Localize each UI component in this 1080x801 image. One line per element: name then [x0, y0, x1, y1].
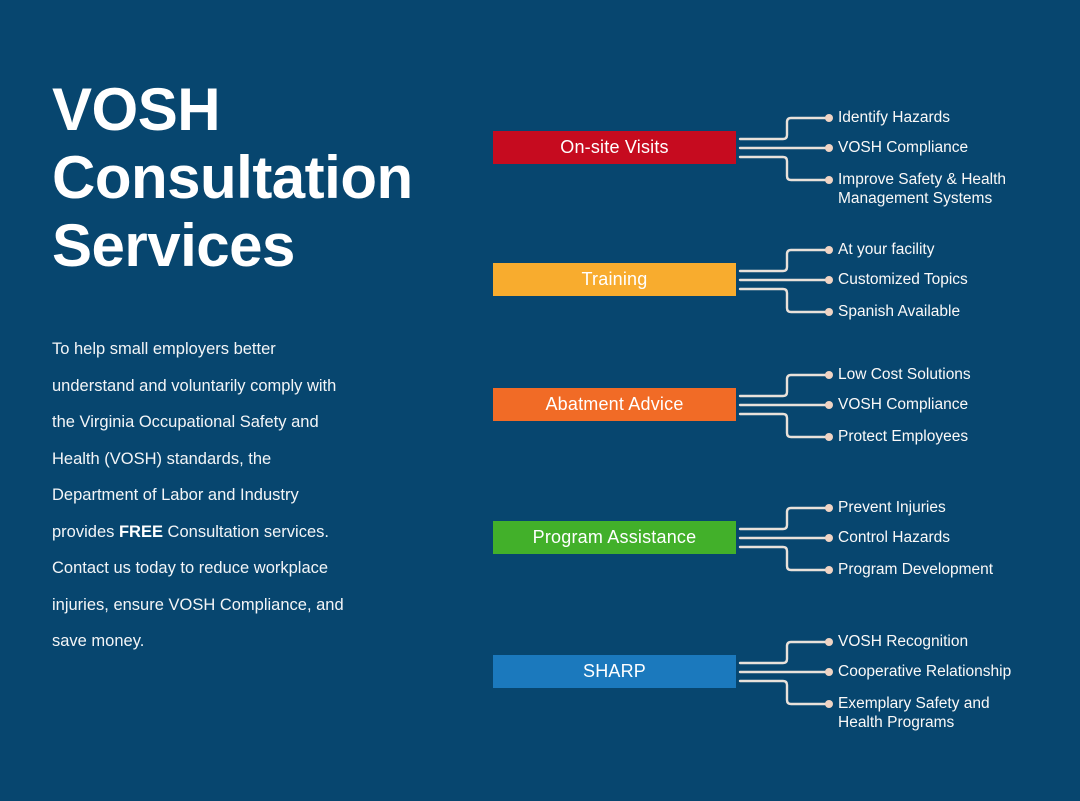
service-item: VOSH Compliance	[838, 396, 969, 413]
connector-lines	[738, 504, 833, 574]
bullet-dot-icon	[825, 668, 833, 676]
service-item: Cooperative Relationship	[838, 663, 1012, 680]
service-group-training: Training At your facility Customized Top…	[493, 241, 1080, 322]
service-bar: Abatment Advice	[493, 388, 736, 421]
bullet-dot-icon	[825, 534, 833, 542]
connector-line	[738, 373, 831, 398]
bullet-dot-icon	[825, 371, 833, 379]
bullet-dot-icon	[825, 276, 833, 284]
connector-line	[738, 155, 831, 182]
service-item: Prevent Injuries	[838, 499, 946, 516]
connector-line	[738, 679, 831, 706]
connector-lines	[738, 246, 833, 316]
connector-line	[738, 640, 831, 665]
intro-bold-free: FREE	[118, 522, 163, 541]
intro-text-end: Consultation services. Contact us today …	[52, 522, 344, 651]
service-item: Spanish Available	[838, 303, 961, 320]
service-item: Control Hazards	[838, 529, 950, 546]
service-bar: Program Assistance	[493, 521, 736, 554]
connector-line	[738, 116, 831, 141]
intro-paragraph: To help small employers better understan…	[52, 331, 442, 660]
service-group-abatment-advice: Abatment Advice Low Cost Solutions VOSH …	[493, 366, 1080, 447]
bullet-dot-icon	[825, 144, 833, 152]
service-item: Protect Employees	[838, 428, 969, 445]
page-title: VOSH Consultation Services	[52, 76, 413, 279]
service-item: Customized Topics	[838, 271, 968, 288]
connector-lines	[738, 371, 833, 441]
connector-line	[738, 506, 831, 531]
service-bar-label: SHARP	[582, 661, 646, 681]
connector-lines	[738, 638, 833, 708]
bullet-dot-icon	[825, 566, 833, 574]
connector-line	[738, 248, 831, 273]
service-bar: Training	[493, 263, 736, 296]
connector-lines	[738, 114, 833, 184]
bullet-dot-icon	[825, 308, 833, 316]
service-item: Program Development	[838, 561, 994, 578]
bullet-dot-icon	[825, 700, 833, 708]
service-bar-label: On-site Visits	[560, 137, 669, 157]
bullet-dot-icon	[825, 114, 833, 122]
intro-text-start: To help small employers better understan…	[52, 340, 337, 541]
service-bar: On-site Visits	[493, 131, 736, 164]
service-bar-label: Abatment Advice	[545, 394, 684, 414]
service-group-on-site-visits: On-site Visits Identify Hazards VOSH Com…	[493, 109, 1080, 207]
bullet-dot-icon	[825, 433, 833, 441]
service-item: VOSH Compliance	[838, 139, 969, 156]
connector-line	[738, 287, 831, 314]
service-item: Exemplary Safety and Health Programs	[838, 695, 990, 731]
bullet-dot-icon	[825, 401, 833, 409]
service-group-program-assistance: Program Assistance Prevent Injuries Cont…	[493, 499, 1080, 580]
service-item: Improve Safety & Health Management Syste…	[838, 171, 1006, 207]
bullet-dot-icon	[825, 638, 833, 646]
connector-line	[738, 412, 831, 439]
service-item: Low Cost Solutions	[838, 366, 971, 383]
service-bar-label: Training	[581, 269, 648, 289]
bullet-dot-icon	[825, 176, 833, 184]
connector-line	[738, 545, 831, 572]
service-group-sharp: SHARP VOSH Recognition Cooperative Relat…	[493, 633, 1080, 731]
service-item: At your facility	[838, 241, 935, 258]
service-item: Identify Hazards	[838, 109, 950, 126]
bullet-dot-icon	[825, 504, 833, 512]
service-item: VOSH Recognition	[838, 633, 969, 650]
bullet-dot-icon	[825, 246, 833, 254]
service-bar-label: Program Assistance	[532, 527, 697, 547]
service-bar: SHARP	[493, 655, 736, 688]
